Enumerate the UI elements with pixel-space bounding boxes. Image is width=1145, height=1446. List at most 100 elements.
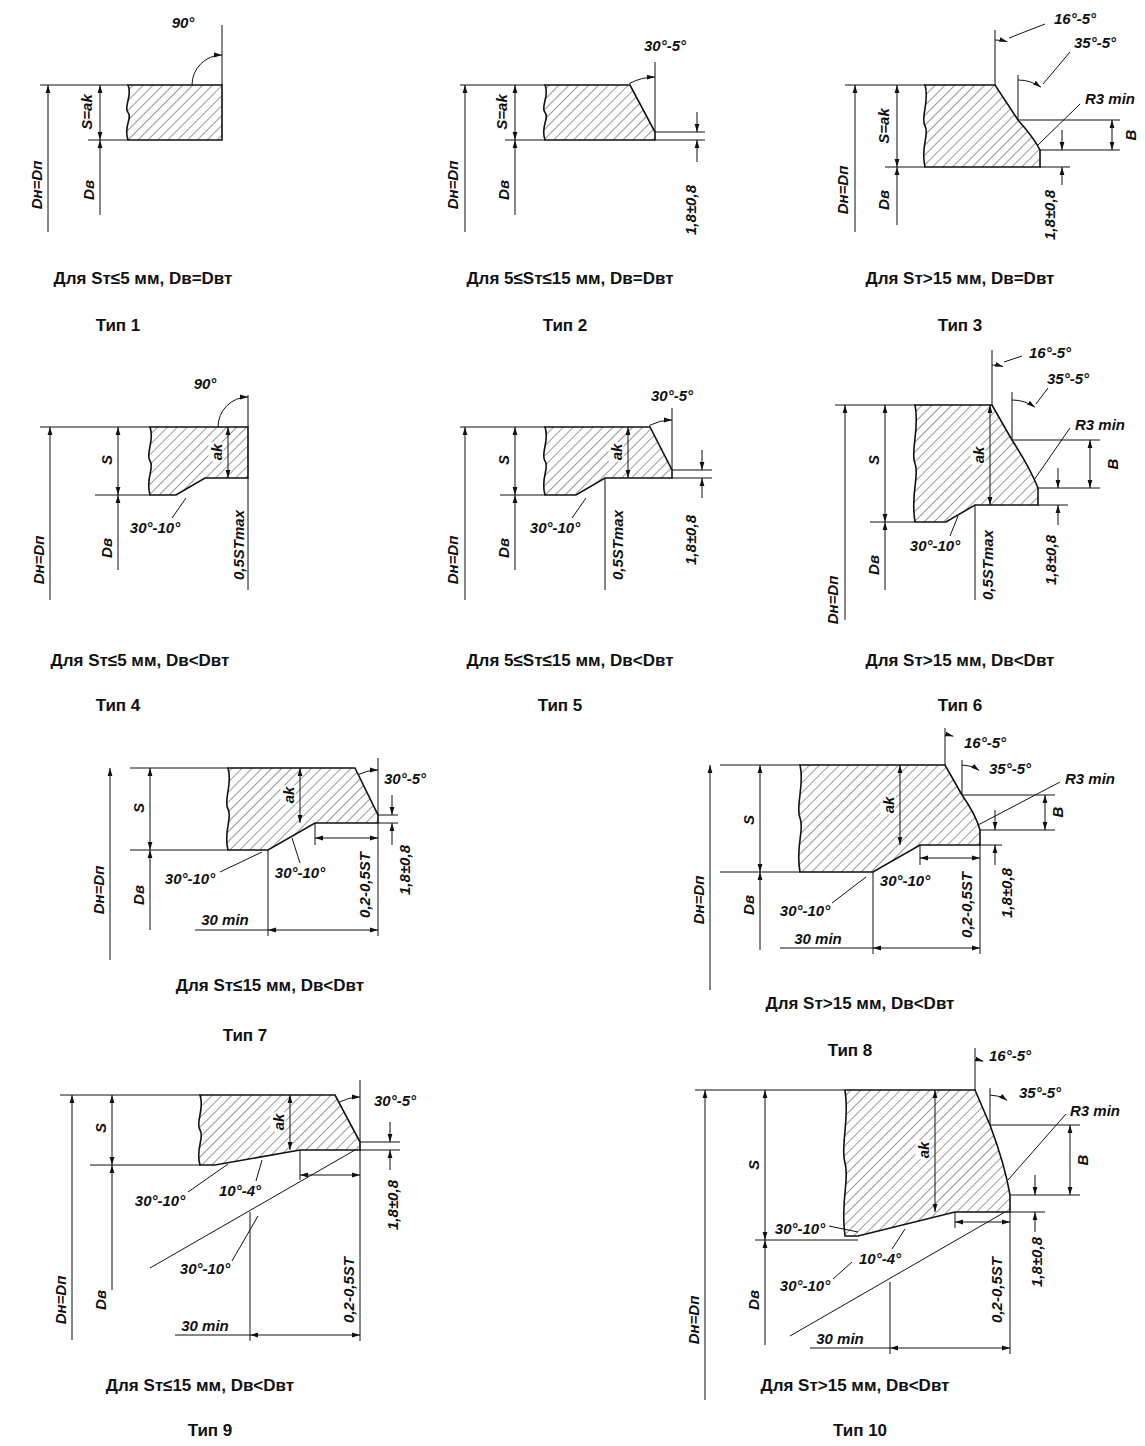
caption-text: Тип 3 — [937, 317, 984, 334]
dimension-label: 30°-10° — [909, 538, 961, 553]
dimension-label: 35°-5° — [1018, 1085, 1062, 1100]
caption-text: Тип 1 — [95, 317, 142, 334]
dimension-label: Dн=Dп — [445, 160, 460, 211]
dimension-line — [920, 858, 980, 859]
dimension-line — [629, 77, 655, 84]
dimension-line — [935, 1090, 936, 1212]
type-6-drawing — [835, 350, 1100, 620]
dimension-line — [697, 112, 698, 132]
dimension-label: Dв — [81, 179, 96, 201]
dimension-label: Dв — [496, 537, 511, 559]
dimension-label: Dн=Dп — [835, 165, 850, 216]
dimension-label: B — [1123, 129, 1138, 142]
dimension-label: S — [93, 1122, 108, 1134]
dimension-label: ak — [271, 1113, 286, 1132]
dimension-line — [250, 1335, 360, 1336]
pipe-wall-section — [149, 427, 248, 495]
dimension-label: ak — [281, 786, 296, 805]
dimension-line — [995, 40, 1007, 42]
dimension-line — [358, 770, 378, 775]
dimension-label: Dн=Dп — [691, 875, 706, 926]
dimension-line — [649, 420, 672, 426]
dimension-label: R3 min — [1069, 1103, 1121, 1118]
extension-line — [40, 395, 248, 590]
caption-text: Тип 6 — [937, 697, 984, 714]
dimension-line — [515, 85, 516, 140]
caption-text: Для Sт>15 мм, Dв<Dвт — [760, 1377, 951, 1394]
dimension-line — [1018, 80, 1041, 87]
dimension-label: 1,8±0,8 — [683, 514, 698, 566]
dimension-label: Dв — [131, 884, 146, 906]
dimension-line — [268, 930, 378, 931]
dimension-label: 16°-5° — [988, 1048, 1032, 1063]
dimension-line — [765, 1090, 766, 1240]
dimension-label: 1,8±0,8 — [397, 844, 412, 896]
dimension-line — [760, 765, 761, 872]
dimension-label: 30°-10° — [134, 1193, 186, 1208]
caption-text: Для Sт≤5 мм, Dв<Dвт — [50, 652, 231, 669]
dimension-line — [702, 478, 703, 498]
dimension-label: 35°-5° — [988, 761, 1032, 776]
dimension-line — [995, 810, 996, 830]
dimension-line — [1058, 505, 1059, 525]
dimension-line — [945, 735, 953, 736]
dimension-line — [300, 768, 301, 823]
dimension-label: 30°-5° — [383, 771, 427, 786]
dimension-line — [339, 1097, 360, 1102]
dimension-label: 0,2-0,5ST — [959, 871, 974, 939]
dimension-label: 30°-10° — [879, 873, 931, 888]
dimension-line — [628, 427, 629, 478]
dimension-line — [118, 427, 119, 495]
caption-text: Тип 2 — [542, 317, 589, 334]
dimension-label: 30°-10° — [274, 865, 326, 880]
dimension-line — [990, 405, 991, 505]
caption-text: Тип 7 — [222, 1027, 269, 1044]
dimension-line — [72, 1095, 73, 1340]
dimension-line — [962, 765, 979, 770]
dimension-line — [992, 365, 1003, 367]
type-7-drawing — [110, 758, 398, 960]
dimension-label: 30 min — [200, 912, 250, 927]
dimension-label: S — [866, 454, 881, 466]
dimension-label: S — [99, 454, 114, 466]
dimension-line — [1062, 167, 1063, 185]
dimension-label: S — [131, 802, 146, 814]
dimension-line — [100, 140, 101, 215]
dimension-line — [465, 427, 466, 600]
dimension-line — [765, 1240, 766, 1345]
caption-text: Для 5≤Sт≤15 мм, Dв<Dвт — [465, 652, 674, 669]
dimension-label: Dв — [496, 179, 511, 201]
extension-line — [1009, 24, 1080, 146]
dimension-label: S — [496, 454, 511, 466]
dimension-line — [112, 1165, 113, 1290]
dimension-line — [890, 1348, 1010, 1349]
dimension-label: B — [1075, 1154, 1090, 1167]
dimension-label: 30°-10° — [779, 1278, 831, 1293]
dimension-label: Dн=Dп — [825, 575, 840, 626]
dimension-line — [290, 1095, 291, 1150]
extension-line — [835, 350, 1100, 600]
dimension-label: Dв — [99, 537, 114, 559]
dimension-line — [1035, 1212, 1036, 1232]
pipe-wall-section — [914, 405, 1038, 522]
dimension-line — [990, 1095, 1007, 1100]
dimension-label: 1,8±0,8 — [999, 867, 1014, 919]
dimension-label: 16°-5° — [963, 735, 1007, 750]
type-8-drawing — [710, 728, 1060, 990]
dimension-label: 0,5STmax — [980, 529, 995, 601]
dimension-label: 10°-4° — [218, 1183, 262, 1198]
dimension-line — [855, 85, 856, 232]
dimension-label: B — [1050, 806, 1065, 819]
dimension-label: S=ak — [79, 93, 94, 130]
dimension-line — [697, 140, 698, 162]
dimension-line — [1070, 1125, 1071, 1195]
extension-line — [845, 30, 1120, 167]
dimension-line — [885, 522, 886, 590]
type-1-drawing — [40, 25, 222, 232]
dimension-label: 30°-5° — [373, 1093, 417, 1108]
dimension-line — [897, 167, 898, 225]
dimension-line — [50, 427, 51, 600]
dimension-label: S — [746, 1159, 761, 1171]
dimension-line — [150, 768, 151, 850]
